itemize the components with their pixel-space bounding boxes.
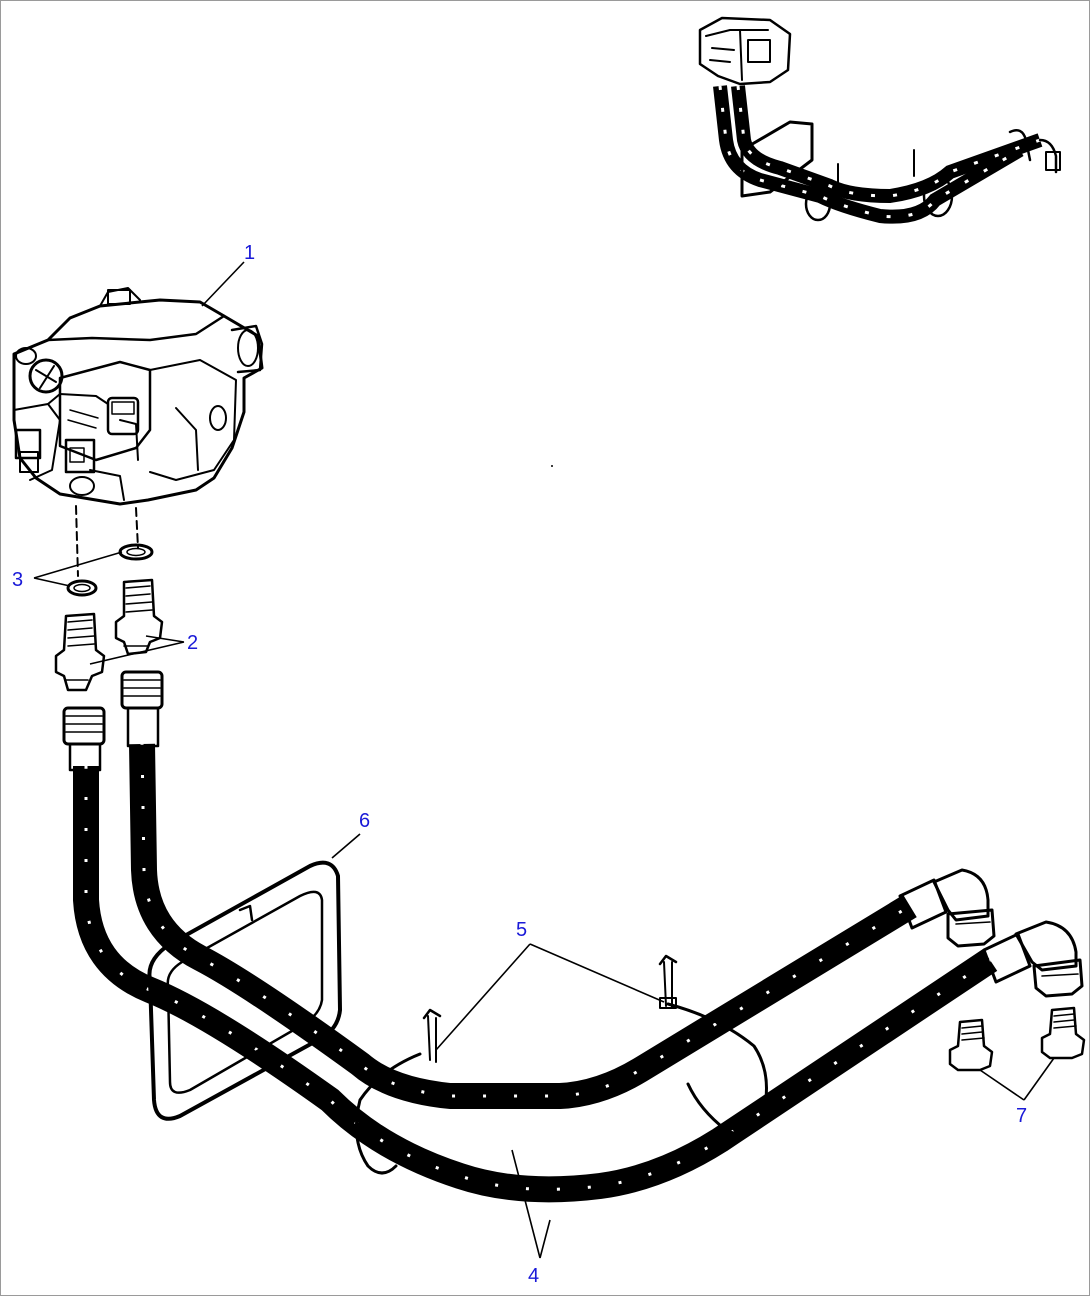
callout-3: 3 — [12, 569, 23, 591]
callouts: 1 2 3 4 5 6 7 — [12, 242, 1027, 1287]
leader-lines — [33, 261, 1055, 1259]
adapter-fittings — [54, 578, 164, 692]
hose-elbow-upper — [898, 868, 996, 948]
port-plugs — [948, 1006, 1086, 1072]
hose-clamps — [354, 954, 768, 1175]
callout-2: 2 — [187, 632, 198, 654]
inset-assembly-view — [698, 16, 1061, 224]
hose-elbow-lower — [982, 920, 1084, 998]
callout-1: 1 — [244, 242, 255, 264]
callout-5: 5 — [516, 919, 527, 941]
stray-dot — [551, 465, 553, 467]
hydraulic-hoses — [62, 670, 1084, 1203]
hose-end-right — [120, 670, 164, 748]
callout-4: 4 — [528, 1265, 539, 1287]
callout-7: 7 — [1016, 1105, 1027, 1127]
hose-bracket — [147, 860, 342, 1121]
callout-6: 6 — [359, 810, 370, 832]
control-valve — [12, 287, 264, 506]
hose-end-left — [62, 706, 106, 772]
